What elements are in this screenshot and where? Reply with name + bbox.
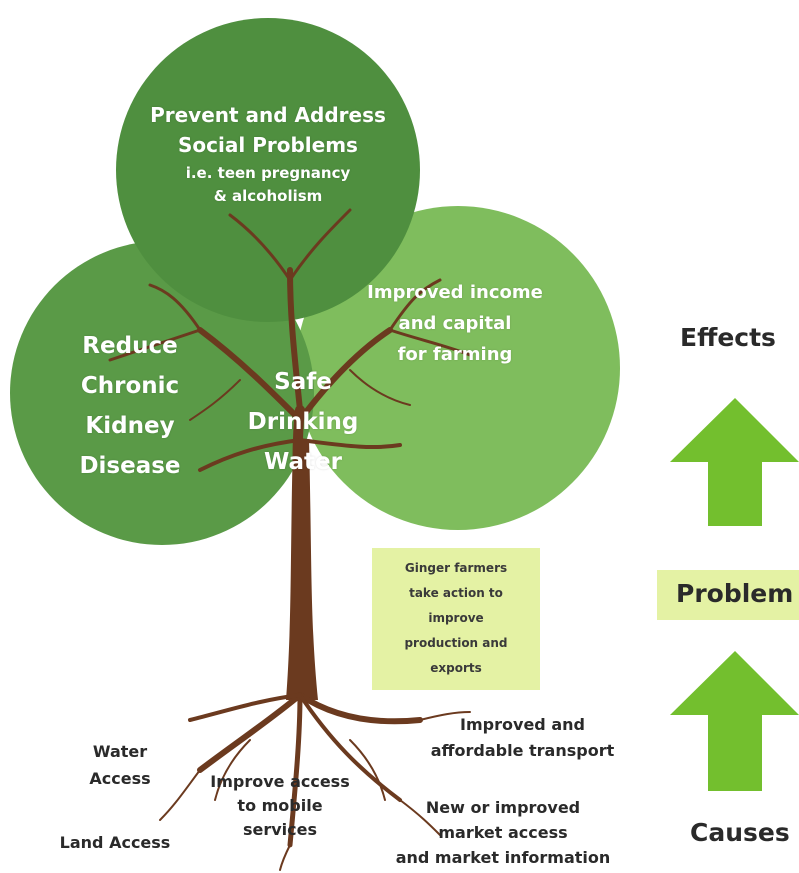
center-line1: Safe xyxy=(274,369,332,395)
problem-line1: Ginger farmers xyxy=(404,561,508,575)
problem-line2: take action to xyxy=(409,586,503,600)
tree-roots xyxy=(159,692,471,871)
root-mobile-line3: services xyxy=(242,820,318,839)
root-label-mobile-services: Improve access to mobile services xyxy=(190,770,370,842)
problem-line3: improve xyxy=(428,611,484,625)
root-market-line2: market access xyxy=(438,823,568,842)
causes-label: Causes xyxy=(690,818,790,847)
root-market-line1: New or improved xyxy=(425,798,581,817)
top-circle xyxy=(116,18,420,322)
top-circle-text: Prevent and Address Social Problems i.e.… xyxy=(128,100,408,205)
left-circle-line2: Chronic xyxy=(80,373,180,399)
root-water-line1: Water xyxy=(92,742,148,761)
causes-arrow xyxy=(670,651,799,791)
problem-statement-box xyxy=(372,548,540,690)
center-line2: Drinking xyxy=(247,409,359,435)
top-circle-title-line1: Prevent and Address xyxy=(150,103,386,127)
root-label-transport: Improved and affordable transport xyxy=(405,712,640,764)
left-circle-line3: Kidney xyxy=(85,413,175,439)
root-transport-line2: affordable transport xyxy=(430,741,615,760)
root-label-market: New or improved market access and market… xyxy=(368,795,638,870)
center-text: Safe Drinking Water xyxy=(228,362,378,482)
right-circle-line3: for farming xyxy=(397,344,513,365)
center-line3: Water xyxy=(263,449,342,475)
top-circle-title-line2: Social Problems xyxy=(178,133,358,157)
problem-line4: production and xyxy=(404,636,508,650)
right-circle-line1: Improved income xyxy=(367,282,543,303)
tree-trunk xyxy=(286,440,318,700)
legend-problem-label: Problem xyxy=(676,579,794,608)
root-transport-line1: Improved and xyxy=(460,715,585,734)
problem-line5: exports xyxy=(430,661,482,675)
legend-problem-box xyxy=(657,570,799,620)
top-circle-detail-line1: i.e. teen pregnancy xyxy=(185,164,351,182)
root-label-land-access: Land Access xyxy=(59,833,171,852)
top-circle-detail-line2: & alcoholism xyxy=(213,187,323,205)
left-circle-text: Reduce Chronic Kidney Disease xyxy=(55,326,205,486)
left-circle-line4: Disease xyxy=(79,453,181,479)
right-circle-line2: and capital xyxy=(398,313,512,334)
left-circle-line1: Reduce xyxy=(82,333,178,359)
effects-arrow xyxy=(670,398,799,526)
effects-label: Effects xyxy=(680,323,776,352)
right-circle-text: Improved income and capital for farming xyxy=(340,277,570,370)
problem-statement-text: Ginger farmers take action to improve pr… xyxy=(372,556,540,681)
root-market-line3: and market information xyxy=(395,848,611,867)
root-label-water-access: Water Access xyxy=(70,738,170,792)
root-mobile-line2: to mobile xyxy=(237,796,323,815)
root-water-line2: Access xyxy=(89,769,151,788)
root-mobile-line1: Improve access xyxy=(210,772,350,791)
